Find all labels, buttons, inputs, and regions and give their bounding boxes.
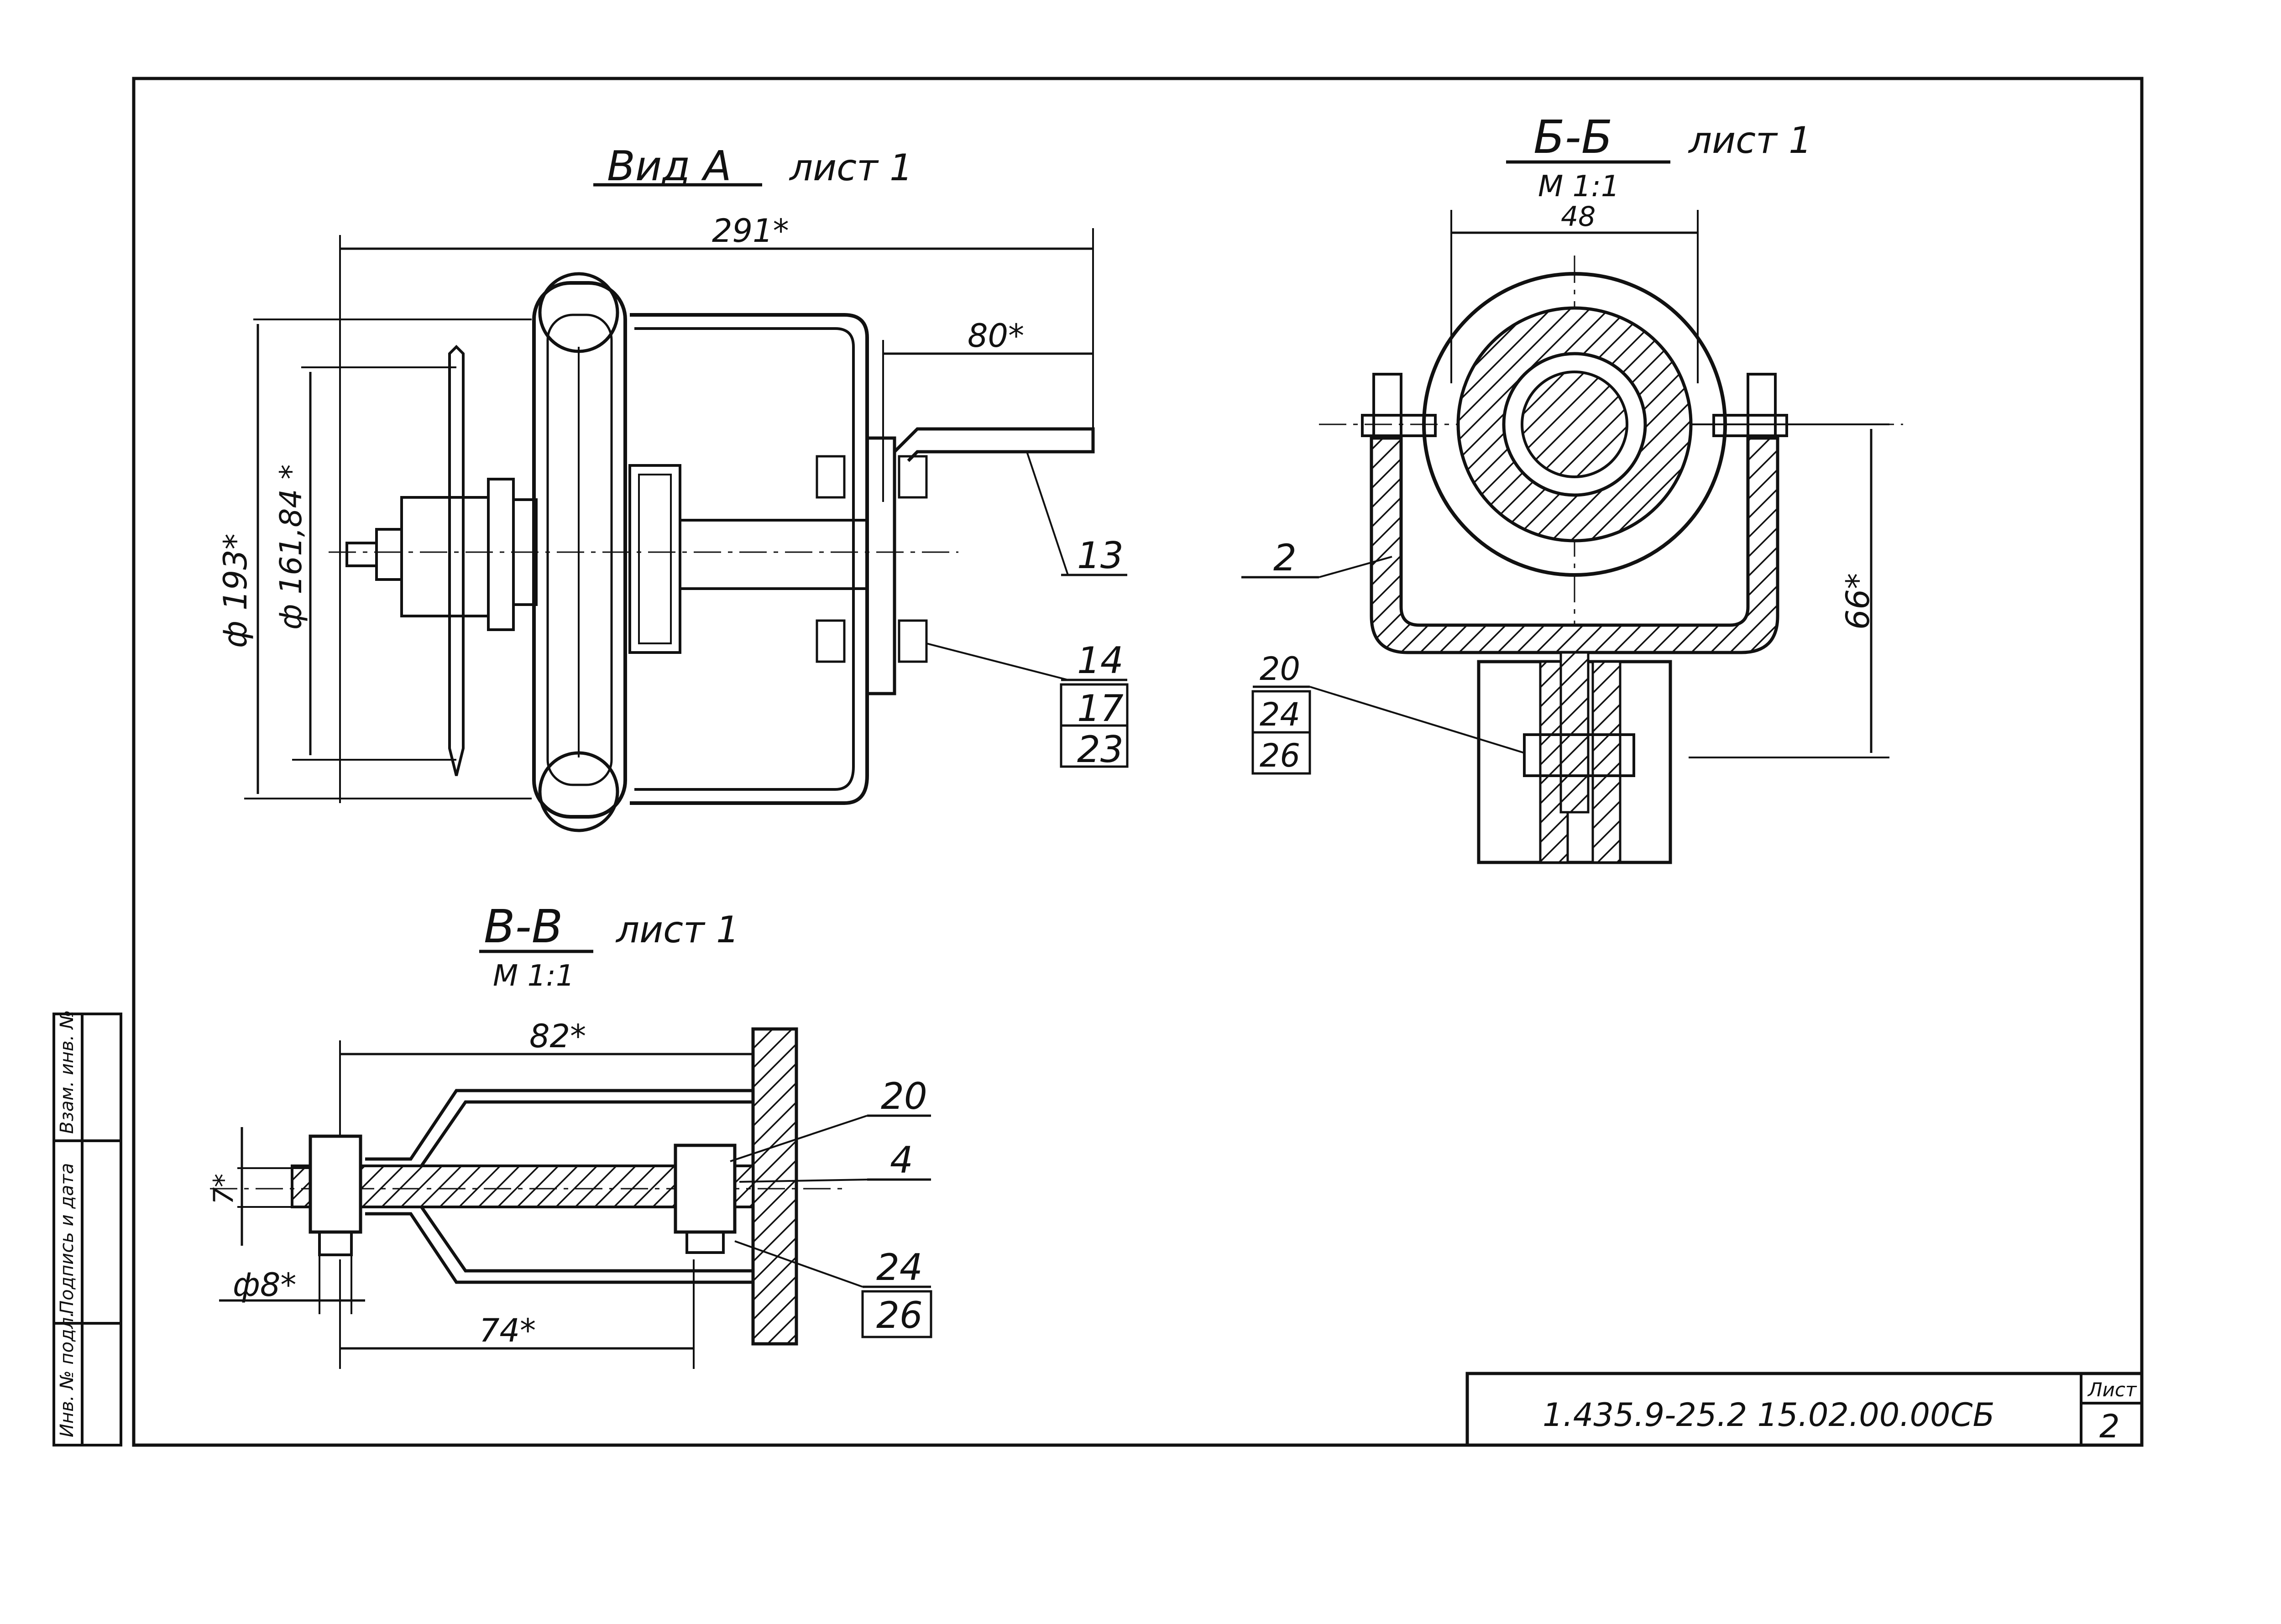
dim-7: 7* (208, 1174, 240, 1205)
stamp-cell-text: Подпись и дата (57, 1163, 78, 1314)
callout-20: 20 (881, 1075, 927, 1117)
callout-23: 23 (1077, 728, 1124, 771)
view-a-title: Вид А (607, 142, 732, 190)
callout-13: 13 (1077, 534, 1124, 577)
side-stamp: Инв. № подл. Подпись и дата Взам. инв. № (52, 1010, 122, 1446)
dim-48: 48 (1561, 201, 1596, 233)
section-bb-title: Б-Б (1533, 110, 1612, 164)
callout-26: 26 (876, 1294, 923, 1337)
section-vv-scale: М 1:1 (493, 959, 575, 993)
callout-4: 4 (890, 1139, 913, 1181)
dim-291: 291* (712, 212, 789, 250)
callout-24: 24 (876, 1246, 923, 1289)
callout-14: 14 (1077, 639, 1124, 682)
title-block: 1.435.9-25.2 15.02.00.00СБ Лист 2 (1465, 1372, 2144, 1447)
sheet-number: 2 (2099, 1408, 2120, 1445)
dim-diameter-193: ф 193* (217, 533, 254, 648)
dim-74: 74* (479, 1312, 536, 1349)
callout-17: 17 (1077, 687, 1124, 730)
dim-82: 82* (529, 1018, 586, 1055)
view-a: Вид А лист 1 291* 80* ф 193* ф 161,84 * (217, 142, 1129, 832)
callout-2: 2 (1273, 537, 1297, 579)
section-vv-title: В-В (484, 900, 563, 953)
view-a-sheet-ref: лист 1 (789, 146, 913, 189)
callout-24: 24 (1260, 696, 1300, 733)
section-bb-sheet-ref: лист 1 (1688, 119, 1812, 162)
document-designation: 1.435.9-25.2 15.02.00.00СБ (1543, 1396, 1995, 1434)
dim-80: 80* (968, 317, 1024, 355)
callout-26: 26 (1260, 737, 1300, 774)
section-bb-scale: М 1:1 (1538, 170, 1620, 204)
dim-diameter-8: ф8* (233, 1266, 296, 1304)
section-bb: Б-Б лист 1 М 1:1 48 66* (1241, 110, 1903, 864)
section-vv: В-В лист 1 М 1:1 82* 7* ф8* (208, 900, 932, 1369)
callout-20: 20 (1260, 650, 1300, 688)
section-vv-sheet-ref: лист 1 (615, 909, 739, 951)
drawing-frame (132, 77, 2144, 1447)
dim-66: 66* (1839, 573, 1877, 630)
dim-diameter-161: ф 161,84 * (273, 465, 309, 630)
sheet-label: Лист (2087, 1379, 2137, 1401)
stamp-cell-text: Взам. инв. № (57, 1010, 78, 1134)
stamp-cell-text: Инв. № подл. (57, 1311, 78, 1437)
